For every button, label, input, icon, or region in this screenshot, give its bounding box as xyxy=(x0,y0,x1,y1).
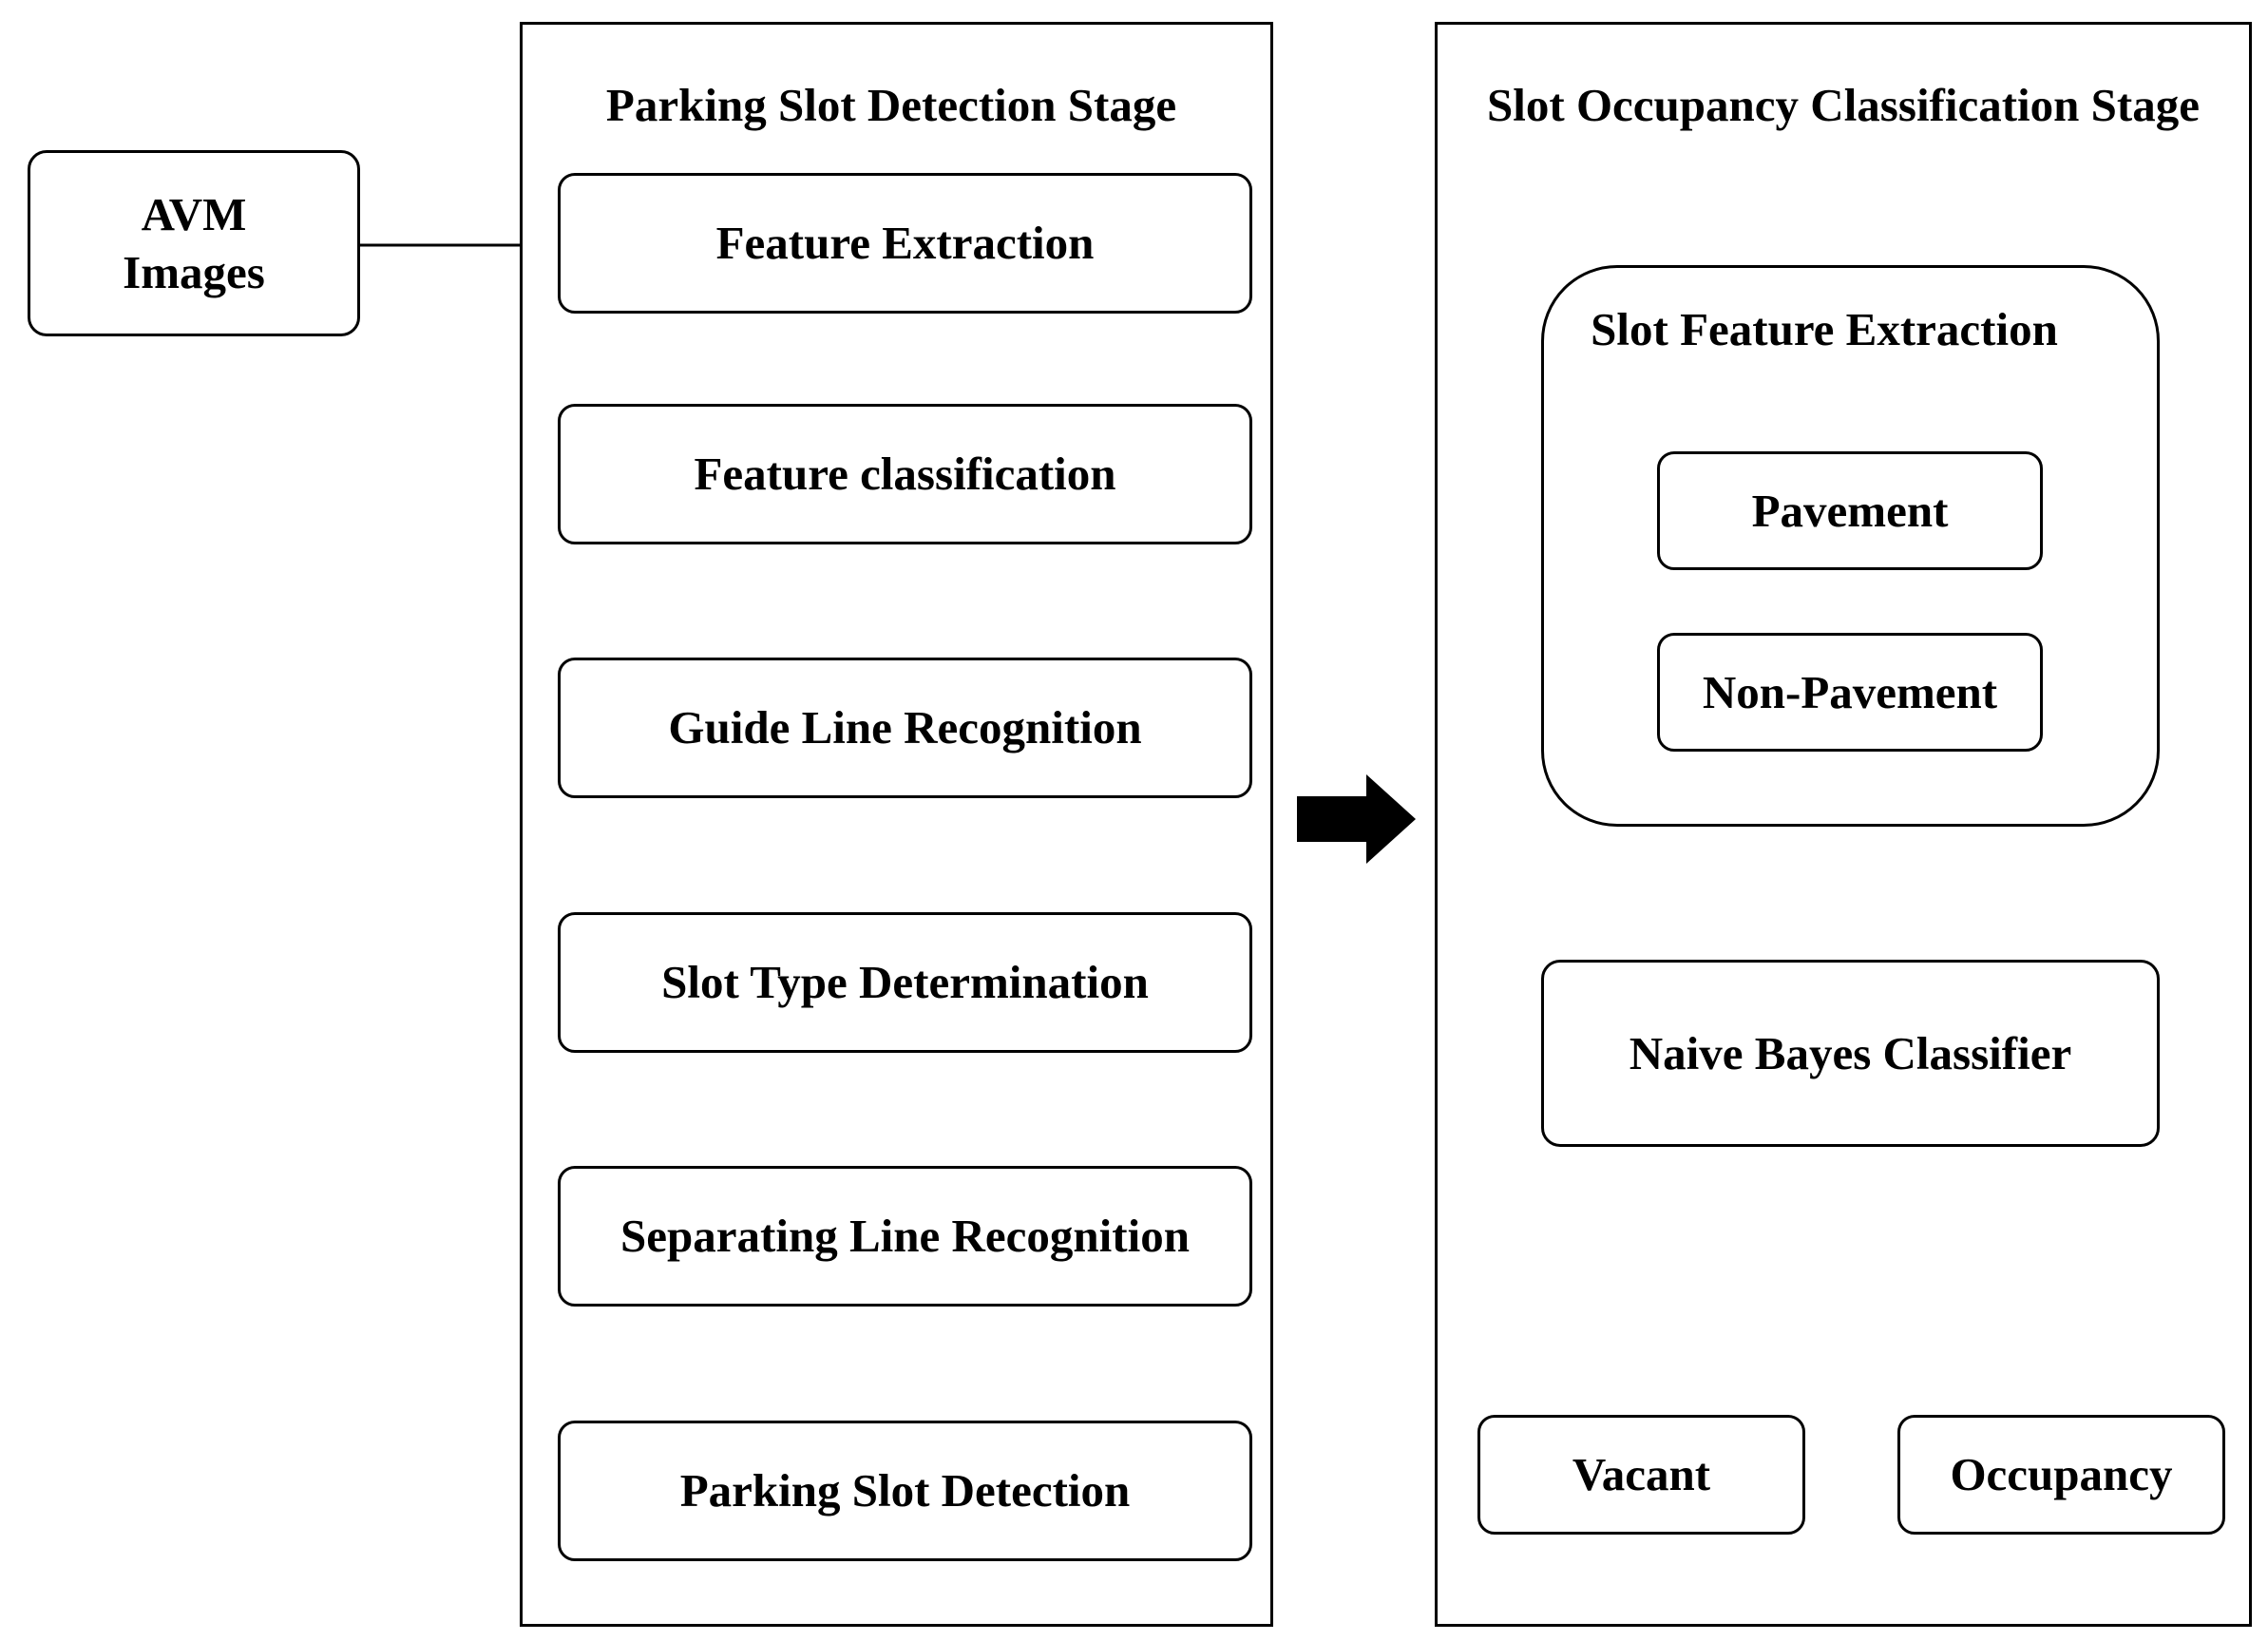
step-guide-line-recognition: Guide Line Recognition xyxy=(558,658,1252,798)
step-feature-extraction: Feature Extraction xyxy=(558,173,1252,314)
step-separating-line-recognition: Separating Line Recognition xyxy=(558,1166,1252,1307)
classification-stage-title: Slot Occupancy Classification Stage xyxy=(1487,79,2200,131)
avm-images-box: AVM Images xyxy=(28,150,360,336)
feature-pavement: Pavement xyxy=(1657,451,2043,570)
avm-images-line-1: AVM xyxy=(141,187,247,240)
step-feature-classification: Feature classification xyxy=(558,404,1252,544)
naive-bayes-classifier: Naive Bayes Classifier xyxy=(1541,960,2160,1147)
avm-images-line-2: Images xyxy=(123,246,265,298)
output-vacant: Vacant xyxy=(1477,1415,1805,1535)
step-slot-type-determination: Slot Type Determination xyxy=(558,912,1252,1053)
detection-stage-title: Parking Slot Detection Stage xyxy=(605,79,1177,131)
output-occupancy: Occupancy xyxy=(1897,1415,2225,1535)
stage-transition-arrow xyxy=(1297,774,1416,864)
step-parking-slot-detection: Parking Slot Detection xyxy=(558,1421,1252,1561)
feature-non-pavement: Non-Pavement xyxy=(1657,633,2043,752)
slot-feature-extraction-title: Slot Feature Extraction xyxy=(1591,303,2058,355)
